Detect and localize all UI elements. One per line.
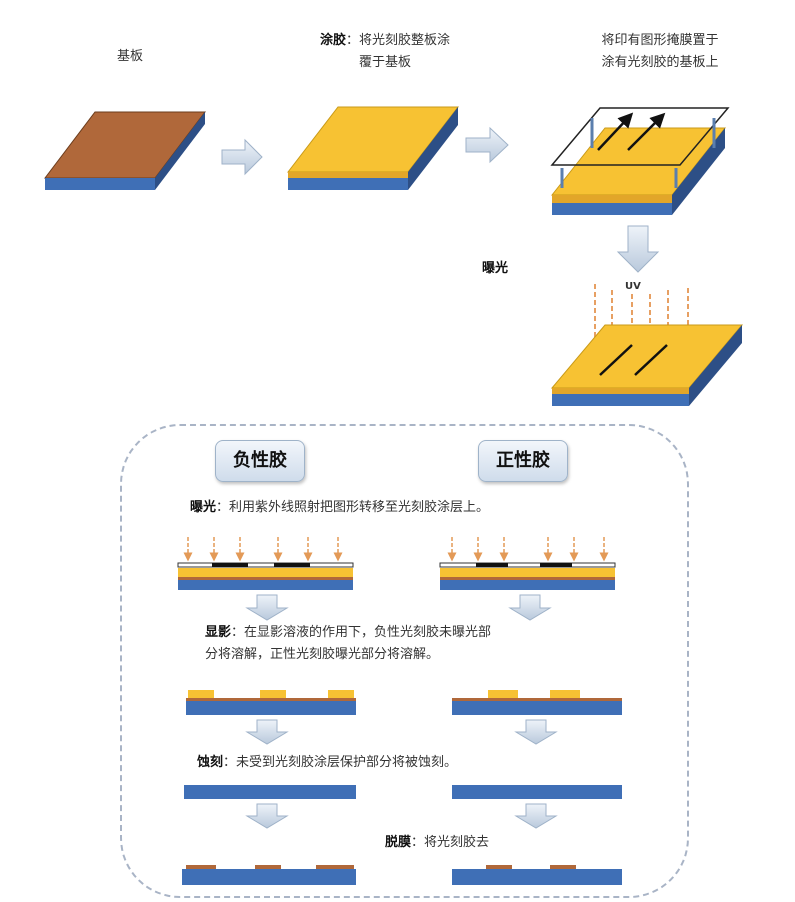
positive-develop-stack (452, 690, 622, 715)
right-arrow-icon (221, 138, 263, 176)
develop-step-text-line2: 分将溶解，正性光刻胶曝光部分将溶解。 (205, 647, 440, 662)
down-arrow-icon (245, 719, 289, 745)
process-panel (120, 424, 689, 898)
down-arrow-icon (245, 594, 289, 621)
down-arrow-icon (616, 225, 660, 273)
right-arrow-icon (465, 126, 509, 164)
exposure-label: 曝光 (482, 261, 509, 276)
etch-step-text: ：未受到光刻胶涂层保护部分将被蚀刻。 (223, 755, 458, 770)
mask-text-line1: 将印有图形掩膜置于 (601, 33, 719, 48)
develop-step-caption: 显影：在显影溶液的作用下，负性光刻胶未曝光部 分将溶解，正性光刻胶曝光部分将溶解… (205, 622, 491, 666)
down-arrow-icon (514, 719, 558, 745)
exposure-step-title: 曝光 (190, 500, 217, 515)
positive-resist-button[interactable]: 正性胶 (478, 440, 568, 482)
mask-text-line2: 涂有光刻胶的基板上 (601, 55, 719, 70)
substrate-board (43, 111, 207, 190)
coating-caption: 涂胶：将光刻胶整板涂 覆于基板 (285, 30, 485, 74)
strip-step-caption: 脱膜：将光刻胶去 (385, 832, 489, 854)
positive-strip-stack (452, 865, 622, 885)
etch-step-title: 蚀刻 (197, 755, 224, 770)
negative-strip-stack (182, 865, 356, 885)
etch-step-caption: 蚀刻：未受到光刻胶涂层保护部分将被蚀刻。 (197, 752, 457, 774)
exposed-board (550, 324, 744, 406)
strip-step-title: 脱膜 (385, 835, 412, 850)
down-arrow-icon (245, 803, 289, 829)
negative-develop-stack (186, 690, 356, 715)
negative-etch-stack (184, 785, 356, 799)
coated-board (286, 106, 460, 190)
photomask (550, 107, 730, 188)
coating-text-line1: ：将光刻胶整板涂 (346, 33, 451, 48)
negative-exposure-stack (177, 537, 354, 590)
down-arrow-icon (508, 594, 552, 621)
strip-step-text: ：将光刻胶去 (411, 835, 490, 850)
exposure-step-caption: 曝光：利用紫外线照射把图形转移至光刻胶涂层上。 (190, 497, 489, 519)
mask-caption: 将印有图形掩膜置于 涂有光刻胶的基板上 (560, 30, 760, 74)
positive-exposure-stack (439, 537, 616, 590)
negative-resist-button[interactable]: 负性胶 (215, 440, 305, 482)
develop-step-title: 显影 (205, 625, 232, 640)
masked-board (550, 127, 727, 215)
develop-step-text-line1: ：在显影溶液的作用下，负性光刻胶未曝光部 (231, 625, 492, 640)
exposure-step-text: ：利用紫外线照射把图形转移至光刻胶涂层上。 (216, 500, 490, 515)
down-arrow-icon (514, 803, 558, 829)
coating-title: 涂胶 (319, 33, 346, 48)
uv-label: UV (625, 281, 641, 292)
positive-etch-stack (452, 785, 622, 799)
coating-text-line2: 覆于基板 (358, 55, 411, 70)
substrate-label: 基板 (117, 49, 144, 64)
